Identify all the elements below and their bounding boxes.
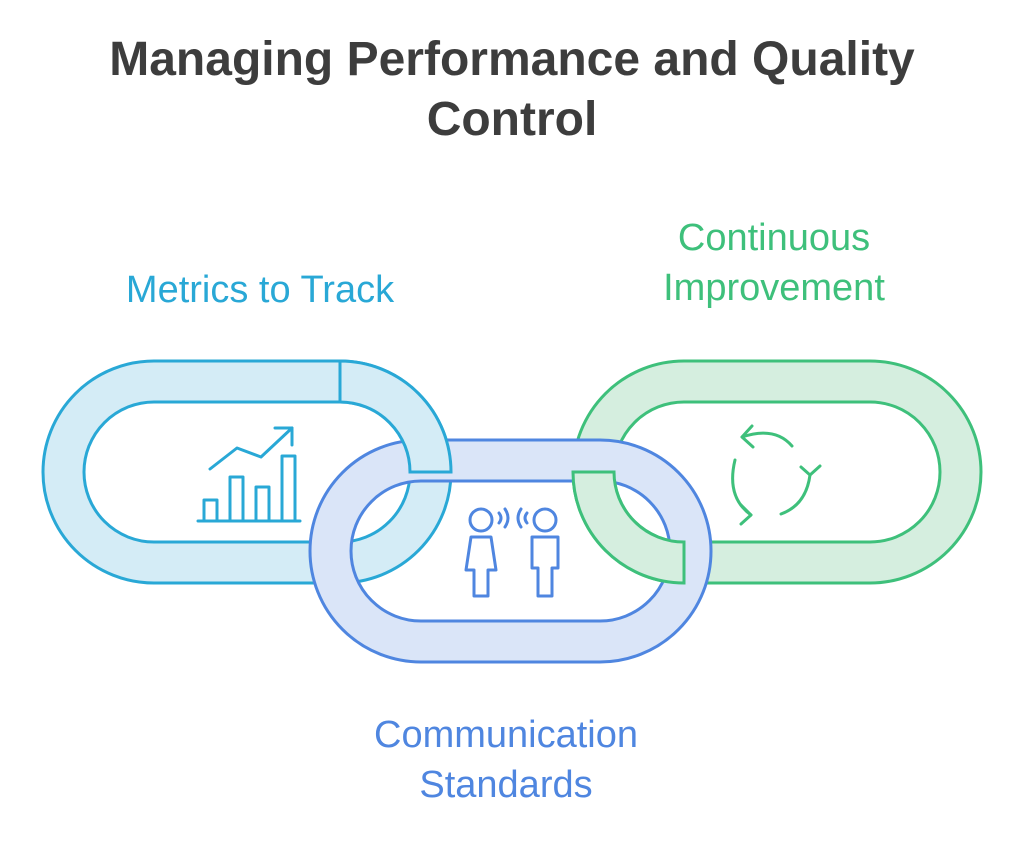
communication-standards-label: Communication Standards	[306, 710, 706, 810]
metrics-label-line-1: Metrics to Track	[125, 269, 395, 311]
improvement-link-body	[571, 359, 983, 585]
communication-label-line-2: Standards	[419, 764, 593, 806]
improvement-link-overlap-segment	[571, 470, 686, 585]
refresh-cycle-icon	[731, 424, 822, 526]
improvement-link-overlap	[571, 470, 686, 585]
diagram-title-line-1: Managing Performance and Quality	[109, 33, 915, 86]
improvement-chain-link	[571, 359, 983, 585]
diagram-title-line-2: Control	[426, 93, 598, 146]
bar-chart-trend-icon	[196, 426, 302, 523]
communication-link-body	[308, 438, 713, 664]
metrics-link-overlap	[338, 359, 453, 474]
diagram-title: Managing Performance and Quality Control	[0, 30, 1024, 150]
metrics-link-overlap-segment	[338, 359, 453, 474]
communication-chain-link	[308, 438, 713, 664]
communication-label-line-1: Communication	[374, 714, 638, 756]
metrics-to-track-label: Metrics to Track	[60, 265, 460, 315]
two-people-talking-icon	[464, 507, 560, 598]
improvement-label-line-2: Improvement	[663, 267, 885, 309]
improvement-label-line-1: Continuous	[677, 217, 871, 259]
continuous-improvement-label: Continuous Improvement	[574, 213, 974, 313]
